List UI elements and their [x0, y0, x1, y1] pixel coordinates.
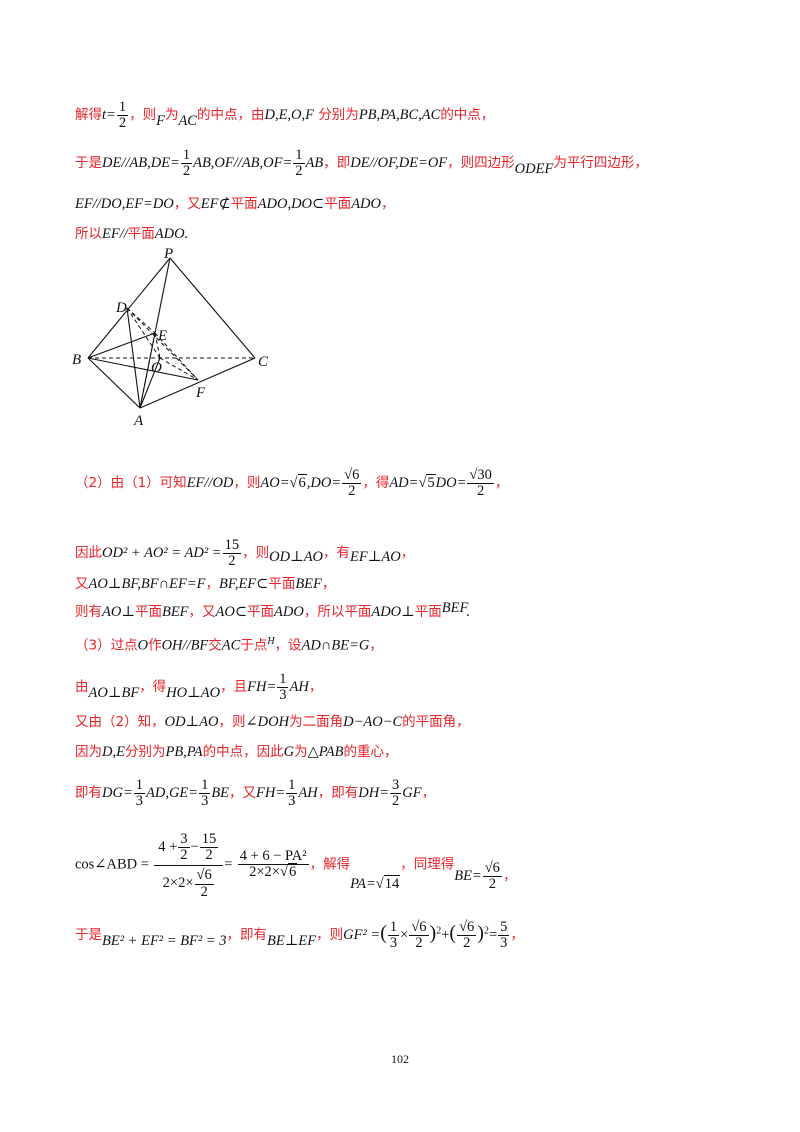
- edge-ac: [139, 357, 256, 409]
- label-c: C: [258, 354, 269, 370]
- tetrahedron-figure: P D E B O C F A: [72, 248, 269, 428]
- solution-line-4: 所以EF//平面ADO.: [75, 226, 189, 242]
- solution-line-12: 因为D,E分别为PB,PA的中点，因此G为△PAB的重心，: [75, 744, 398, 760]
- label-f: F: [195, 385, 206, 401]
- solution-line-9: （3）过点O作OH//BF交AC于点H，设AD∩BE=G，: [75, 636, 383, 654]
- edge-ba: [87, 357, 141, 409]
- edge-df: [126, 307, 199, 381]
- edge-eo: [154, 332, 161, 359]
- label-a: A: [133, 413, 144, 428]
- solution-line-7: 又AO⊥BF,BF∩EF=F，BF,EF⊂平面BEF，: [75, 576, 336, 592]
- sqrt: √6: [289, 474, 307, 492]
- edge-bf: [87, 357, 199, 381]
- edge-ao: [139, 357, 161, 409]
- label-o: O: [151, 360, 162, 376]
- label-d: D: [115, 300, 127, 316]
- edge-of: [159, 357, 199, 381]
- label-e: E: [157, 328, 167, 344]
- label-p: P: [163, 248, 173, 262]
- solution-line-11: 又由（2）知，OD⊥AO，则∠DOH为二面角D−AO−C的平面角，: [75, 714, 470, 730]
- edge-ef: [154, 332, 199, 381]
- edge-de: [126, 307, 156, 334]
- page-number: 102: [391, 1052, 409, 1066]
- label-b: B: [72, 352, 81, 368]
- edge-eb2: [139, 332, 156, 409]
- edge-be: [87, 332, 156, 359]
- edge-pc: [169, 257, 256, 359]
- edge-do: [126, 307, 161, 359]
- sqrt: √5: [418, 474, 436, 492]
- solution-line-8: 则有AO⊥平面BEF，又AO⊂平面ADO，所以平面ADO⊥平面BEF.: [75, 600, 471, 620]
- edge-pb: [87, 257, 171, 359]
- sqrt: √14: [375, 875, 401, 893]
- solution-line-3: EF//DO,EF=DO，又EF⊄平面ADO,DO⊂平面ADO，: [75, 196, 395, 212]
- fraction: 4 + 6 − PA² 2×2×√6: [237, 848, 309, 881]
